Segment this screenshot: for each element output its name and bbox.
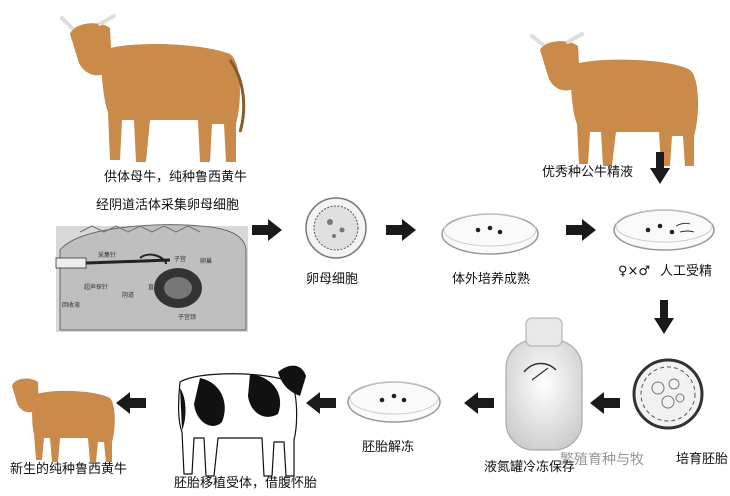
caption-cervix: 子宫颈	[178, 314, 197, 321]
label-storage: 液氮罐冷冻保存	[484, 460, 576, 475]
thaw-dish	[347, 381, 441, 423]
arrow-right-icon	[386, 219, 416, 241]
liquid-nitrogen-tank	[505, 317, 583, 451]
arrow-left-icon	[590, 392, 620, 414]
donor-cow-image	[60, 14, 246, 162]
arrow-right-icon	[252, 219, 282, 241]
arrow-down-icon	[654, 300, 674, 334]
embryo-cell	[632, 358, 704, 430]
arrow-right-icon	[566, 219, 596, 241]
ivm-dish	[441, 213, 539, 255]
caption-probe-b: 超声探针	[84, 284, 109, 291]
label-transfer: 胚胎移植受体，借腹怀胎	[174, 476, 318, 491]
label-embryo: 培育胚胎	[676, 452, 729, 467]
label-ivf: 人工受精	[660, 264, 713, 279]
label-ivf-symbols: ♀×♂	[618, 264, 651, 279]
label-oocyte-collection: 经阴道活体采集卵母细胞	[96, 198, 240, 213]
ivf-dish	[613, 209, 715, 251]
caption-probe-c: 回收液	[62, 302, 81, 309]
watermark: 繁殖育种与牧	[560, 452, 644, 468]
caption-probe-a: 采集针	[98, 252, 117, 259]
flow-arrows	[116, 152, 674, 414]
caption-vagina: 阴道	[122, 292, 135, 299]
label-newborn: 新生的纯种鲁西黄牛	[10, 462, 128, 477]
label-donor-cow: 供体母牛，纯种鲁西黄牛	[104, 170, 248, 185]
arrow-left-icon	[464, 392, 494, 414]
caption-uterus: 子宫	[174, 256, 187, 263]
label-ivm: 体外培养成熟	[452, 272, 531, 287]
newborn-cow-image	[12, 378, 115, 462]
opu-ultrasound-diagram	[55, 224, 248, 332]
arrow-down-icon	[650, 152, 670, 184]
label-thaw: 胚胎解冻	[362, 440, 415, 455]
label-sire-semen: 优秀种公牛精液	[542, 165, 634, 180]
caption-rectum: 直肠	[148, 284, 161, 291]
recipient-holstein-image	[178, 365, 306, 477]
arrow-left-icon	[306, 392, 336, 414]
label-oocyte: 卵母细胞	[306, 272, 359, 287]
caption-ovary: 卵巢	[200, 258, 213, 265]
sire-cow-image	[530, 32, 699, 166]
arrow-left-icon	[116, 392, 146, 414]
oocyte-cell	[305, 197, 367, 259]
